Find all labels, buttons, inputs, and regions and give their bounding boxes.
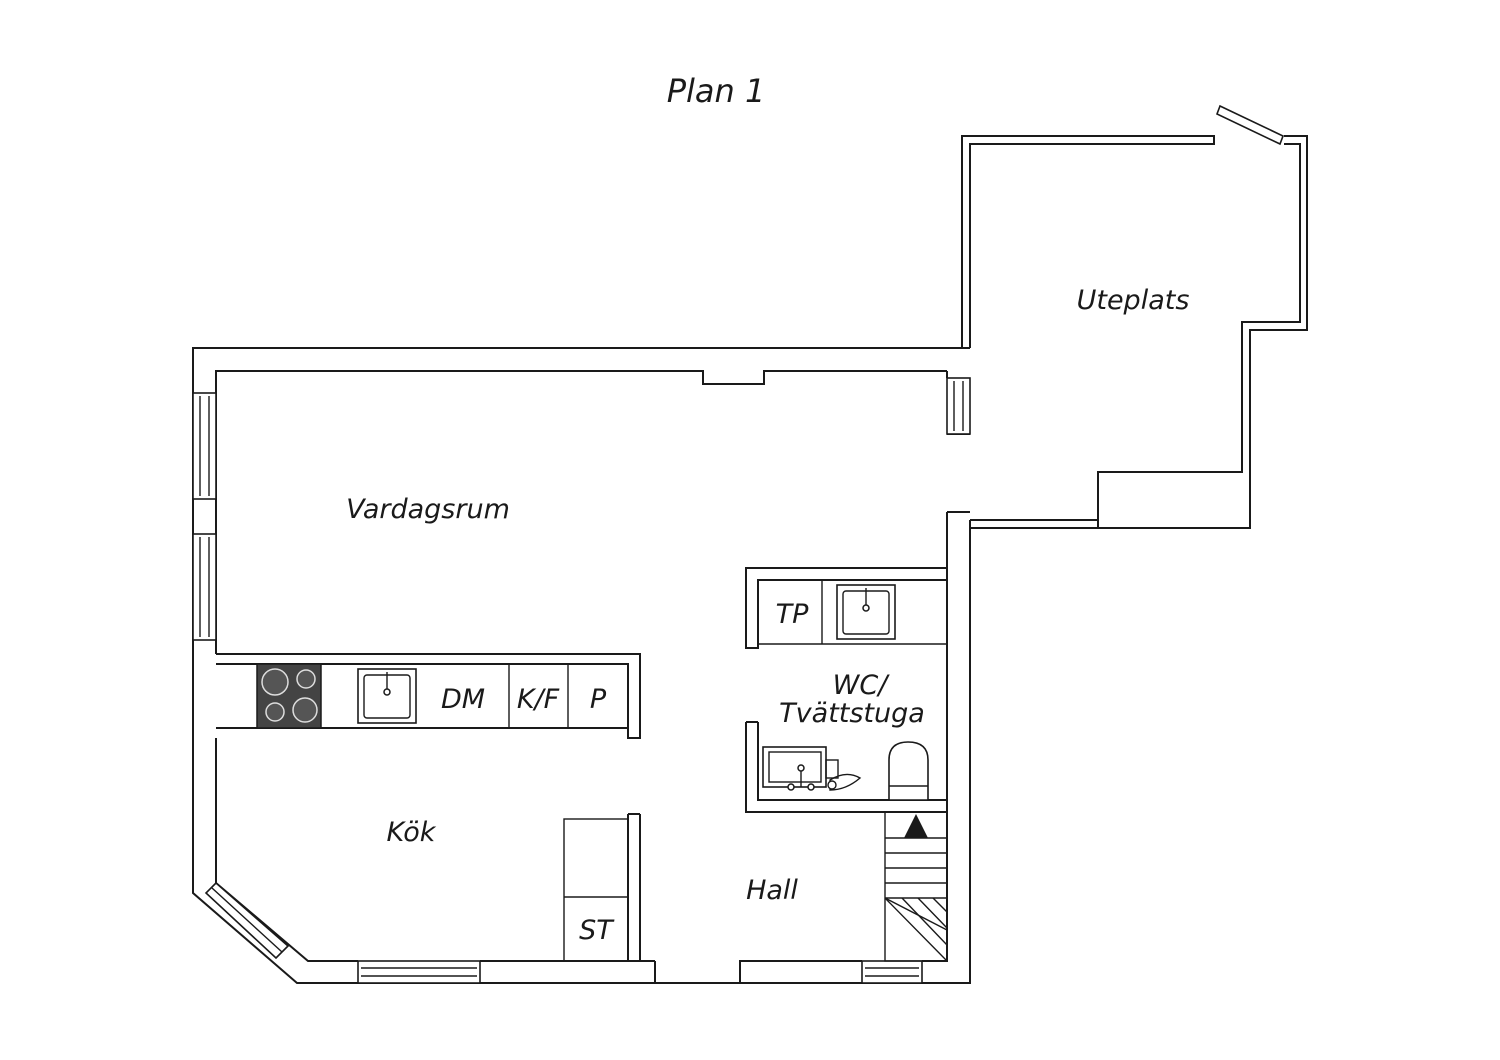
kitchen-counter bbox=[216, 653, 641, 739]
room-label-vardagsrum: Vardagsrum bbox=[346, 494, 510, 525]
storage-label: ST bbox=[579, 915, 615, 946]
windows bbox=[192, 377, 971, 984]
toilet bbox=[888, 741, 929, 801]
terrace-outline bbox=[961, 104, 1308, 529]
pantry-label: P bbox=[590, 684, 607, 715]
room-label-hall: Hall bbox=[746, 875, 798, 906]
wc-label-line2: Tvättstuga bbox=[779, 698, 925, 729]
stair-up-arrow-icon bbox=[904, 814, 928, 838]
wc-room bbox=[745, 567, 947, 813]
laundry-sink bbox=[762, 746, 862, 791]
wc-label-line1: WC/ bbox=[833, 670, 891, 701]
plan-title: Plan 1 bbox=[667, 72, 766, 110]
room-label-kok: Kök bbox=[387, 817, 437, 848]
storage-cabinet bbox=[563, 813, 641, 962]
dishwasher-label: DM bbox=[441, 684, 485, 715]
toilet-paper-label: TP bbox=[776, 599, 809, 630]
room-label-uteplats: Uteplats bbox=[1077, 285, 1190, 316]
kitchen-sink bbox=[357, 668, 417, 724]
wc-sink bbox=[836, 584, 896, 640]
fridge-freezer-label: K/F bbox=[517, 684, 560, 715]
staircase bbox=[884, 811, 948, 962]
